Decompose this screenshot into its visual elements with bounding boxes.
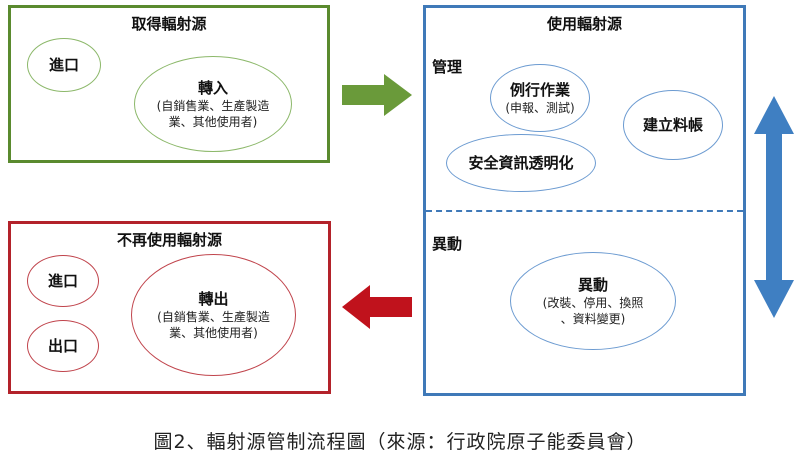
security-ellipse: 安全資訊透明化 <box>446 134 596 192</box>
transfer-in-sub2: 業、其他使用者) <box>168 115 258 129</box>
transfer-out-sub1: (自銷售業、生產製造 <box>157 310 270 324</box>
transfer-out-sub2: 業、其他使用者) <box>169 326 258 340</box>
arrow-left-icon <box>342 285 412 329</box>
stop-using-box: 不再使用輻射源 進口 出口 轉出 (自銷售業、生產製造 業、其他使用者) <box>8 221 331 394</box>
acquire-source-box: 取得輻射源 進口 轉入 (自銷售業、生產製造 業、其他使用者) <box>8 5 330 163</box>
transfer-out-ellipse: 轉出 (自銷售業、生產製造 業、其他使用者) <box>131 254 296 376</box>
use-source-title: 使用輻射源 <box>546 15 622 33</box>
import-ellipse: 進口 <box>27 38 101 92</box>
change-ellipse: 異動 (改裝、停用、換照 、資料變更) <box>510 252 676 350</box>
transfer-in-sub1: (自銷售業、生產製造 <box>156 99 270 113</box>
change-sub2: 、資料變更) <box>560 312 626 326</box>
ledger-ellipse: 建立料帳 <box>623 90 723 160</box>
change-title: 異動 <box>577 276 608 294</box>
import-red-label: 進口 <box>47 272 78 290</box>
import-label: 進口 <box>48 56 79 74</box>
double-arrow-vertical-icon <box>754 96 794 318</box>
figure-caption: 圖2、輻射源管制流程圖（來源：行政院原子能委員會） <box>153 431 647 453</box>
routine-title: 例行作業 <box>509 81 570 99</box>
export-ellipse: 出口 <box>27 320 99 372</box>
security-title: 安全資訊透明化 <box>468 154 574 172</box>
acquire-source-title: 取得輻射源 <box>131 15 207 33</box>
section-divider <box>426 210 743 212</box>
change-sub1: (改裝、停用、換照 <box>542 296 644 310</box>
arrow-right-icon <box>342 74 412 116</box>
import-red-ellipse: 進口 <box>27 255 99 307</box>
transfer-in-title: 轉入 <box>197 79 228 97</box>
use-source-box: 使用輻射源 管理 例行作業 (申報、測試) 建立料帳 安全資訊透明化 異動 異動… <box>423 5 746 396</box>
manage-label: 管理 <box>432 58 463 76</box>
export-label: 出口 <box>47 337 78 355</box>
transfer-in-ellipse: 轉入 (自銷售業、生產製造 業、其他使用者) <box>134 56 292 152</box>
stop-using-title: 不再使用輻射源 <box>116 231 222 249</box>
transfer-out-title: 轉出 <box>198 290 229 308</box>
change-label: 異動 <box>432 235 463 253</box>
routine-ellipse: 例行作業 (申報、測試) <box>490 64 590 132</box>
routine-sub: (申報、測試) <box>505 101 575 115</box>
ledger-title: 建立料帳 <box>642 116 703 134</box>
